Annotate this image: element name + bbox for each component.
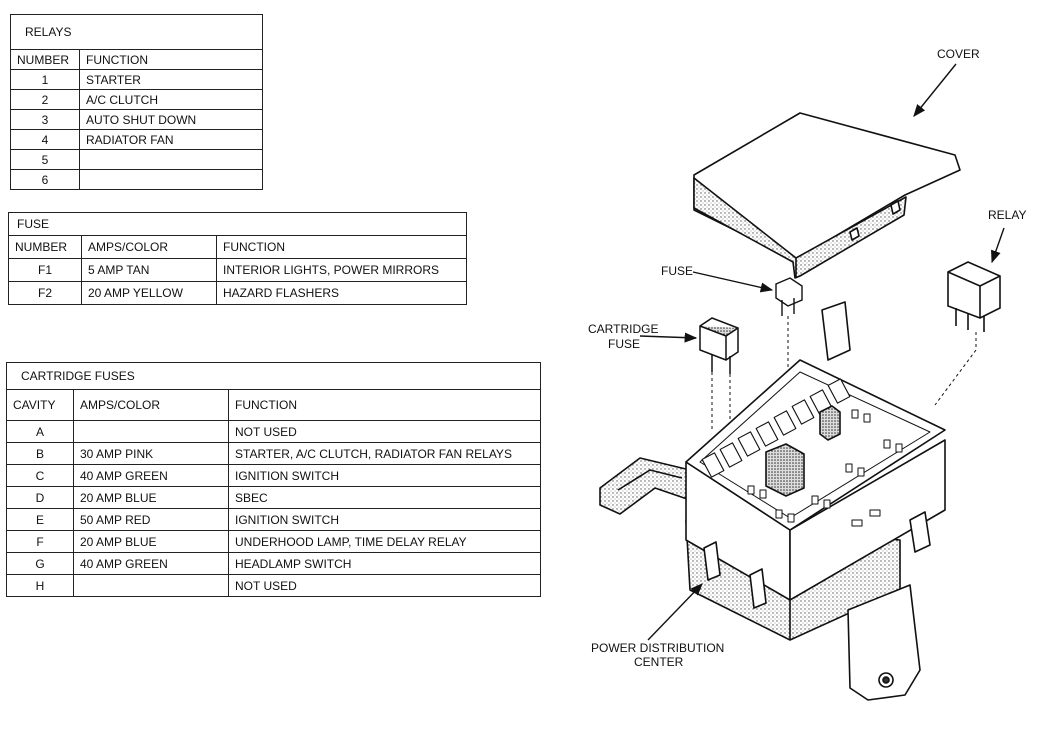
cartridge-fuses-title: CARTRIDGE FUSES	[6, 362, 541, 390]
fuse-function: HAZARD FLASHERS	[216, 281, 467, 305]
relays-table: RELAYS NUMBER FUNCTION 1 STARTER 2 A/C C…	[10, 14, 263, 190]
cartridge-amps-color: 40 AMP GREEN	[73, 464, 229, 487]
table-row: H NOT USED	[6, 574, 541, 597]
fuse-amps-color: 20 AMP YELLOW	[81, 281, 217, 305]
relay-function	[79, 169, 263, 190]
relay-function: STARTER	[79, 69, 263, 90]
pdc-label-line1: POWER DISTRIBUTION	[591, 641, 724, 655]
table-row: A NOT USED	[6, 420, 541, 443]
cover-label: COVER	[937, 47, 980, 61]
table-row: 5	[10, 149, 263, 170]
table-row: B 30 AMP PINK STARTER, A/C CLUTCH, RADIA…	[6, 442, 541, 465]
relay-part	[947, 261, 1001, 332]
fuse-table: FUSE NUMBER AMPS/COLOR FUNCTION F1 5 AMP…	[8, 212, 467, 305]
column-header: FUNCTION	[216, 235, 467, 259]
cartridge-function: IGNITION SWITCH	[228, 508, 541, 531]
fuse-number: F2	[8, 281, 82, 305]
relays-title: RELAYS	[10, 14, 263, 50]
table-row: 4 RADIATOR FAN	[10, 129, 263, 150]
table-header-row: NUMBER AMPS/COLOR FUNCTION	[8, 235, 467, 259]
column-header: NUMBER	[10, 49, 80, 70]
fuse-part	[775, 277, 803, 316]
leader-arrows	[639, 63, 1005, 641]
table-header-row: NUMBER FUNCTION	[10, 49, 263, 70]
table-row: F 20 AMP BLUE UNDERHOOD LAMP, TIME DELAY…	[6, 530, 541, 553]
cover-part	[693, 112, 961, 279]
cartridge-amps-color: 20 AMP BLUE	[73, 530, 229, 553]
cartridge-function: NOT USED	[228, 574, 541, 597]
table-row: 3 AUTO SHUT DOWN	[10, 109, 263, 130]
cartridge-amps-color: 20 AMP BLUE	[73, 486, 229, 509]
cartridge-fuse-label-line1: CARTRIDGE	[588, 322, 658, 336]
relay-function: AUTO SHUT DOWN	[79, 109, 263, 130]
table-row: E 50 AMP RED IGNITION SWITCH	[6, 508, 541, 531]
fuse-amps-color: 5 AMP TAN	[81, 258, 217, 282]
pdc-label-line2: CENTER	[634, 655, 684, 669]
relay-label: RELAY	[988, 208, 1026, 222]
table-row: 1 STARTER	[10, 69, 263, 90]
fuse-label: FUSE	[661, 264, 693, 278]
column-header: CAVITY	[6, 389, 74, 421]
table-row: 6	[10, 169, 263, 190]
table-row: F2 20 AMP YELLOW HAZARD FLASHERS	[8, 281, 467, 305]
table-row: G 40 AMP GREEN HEADLAMP SWITCH	[6, 552, 541, 575]
table-row: D 20 AMP BLUE SBEC	[6, 486, 541, 509]
power-distribution-center-body	[599, 301, 946, 701]
alignment-guide-lines	[711, 316, 977, 430]
cartridge-fuse-label-line2: FUSE	[608, 337, 640, 351]
cartridge-fuse-part	[699, 317, 739, 374]
cartridge-fuses-table: CARTRIDGE FUSES CAVITY AMPS/COLOR FUNCTI…	[6, 362, 541, 597]
column-header: AMPS/COLOR	[81, 235, 217, 259]
